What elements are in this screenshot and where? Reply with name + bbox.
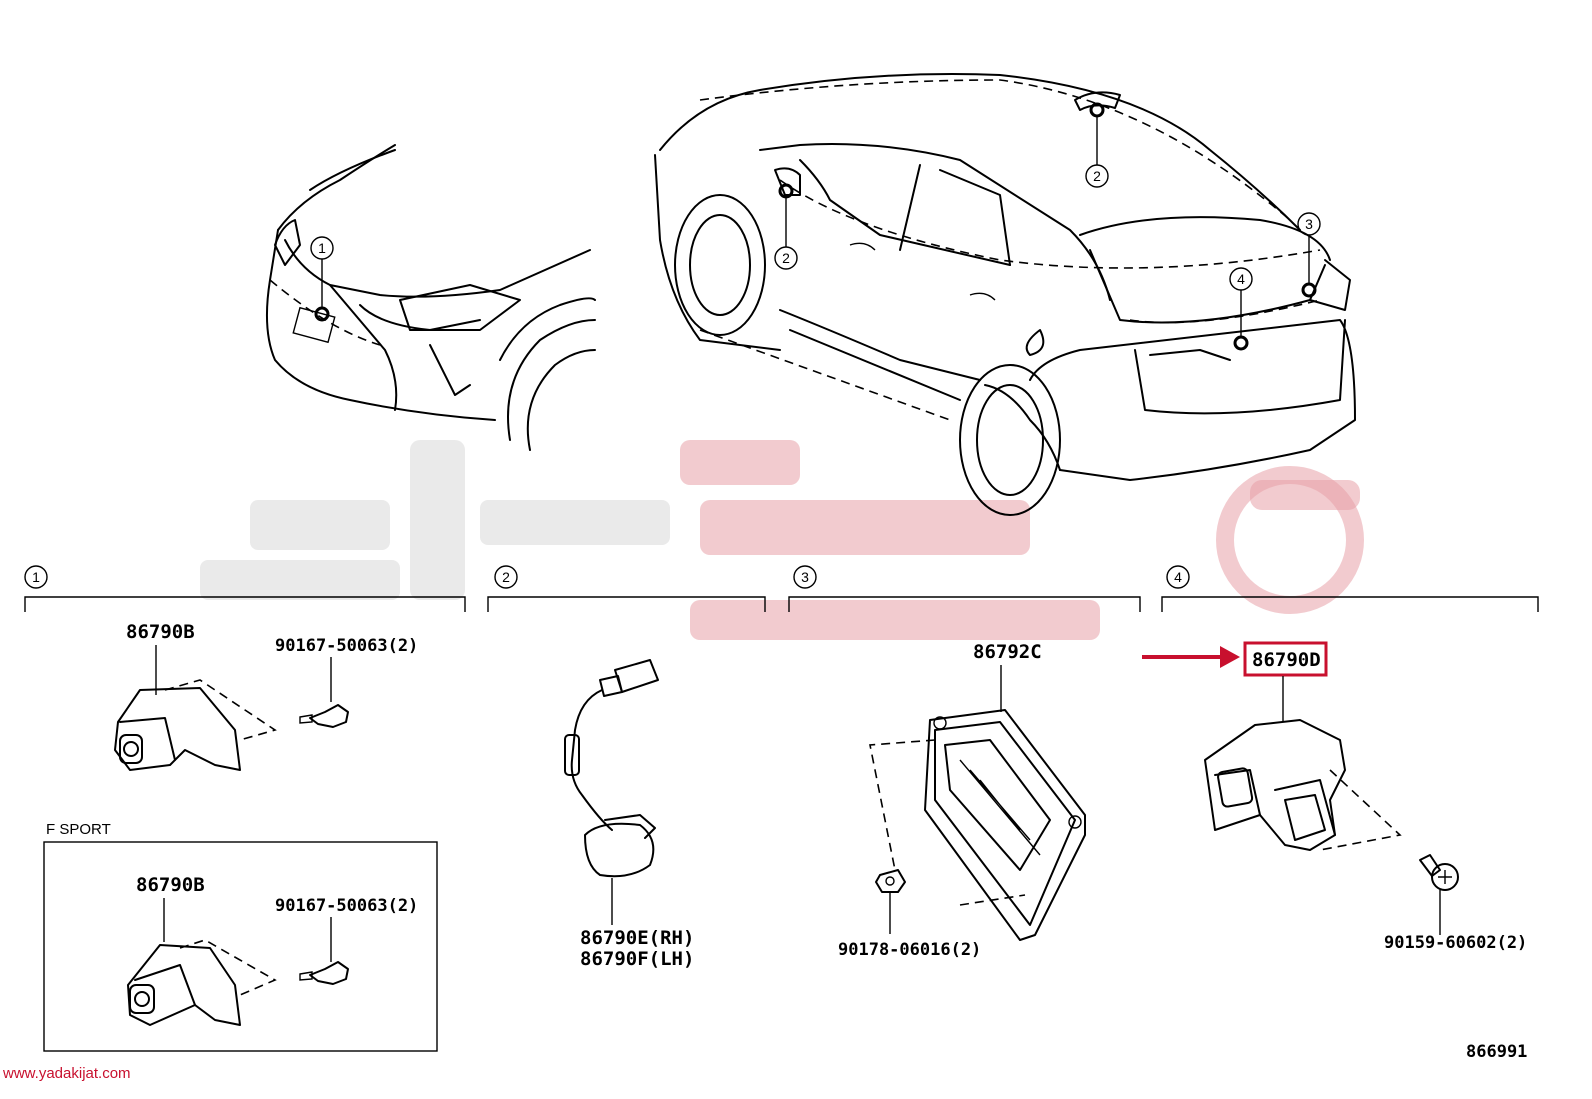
fsport-part-90167-50063: 90167-50063(2)	[275, 896, 418, 916]
part-86790E-RH: 86790E(RH)	[580, 927, 694, 949]
part-86792C: 86792C	[973, 641, 1042, 663]
section-4-number: 4	[1174, 569, 1182, 585]
car-front-illustration	[265, 144, 596, 451]
callout-4: 4	[1237, 271, 1245, 287]
section-3-parts: 86792C 90178-06016(2)	[838, 641, 1086, 960]
callout-1: 1	[318, 240, 326, 256]
section-2-parts: 86790E(RH) 86790F(LH)	[564, 659, 694, 970]
car-rear-illustration	[654, 73, 1356, 516]
callout-2b: 2	[1093, 168, 1101, 184]
fsport-label: F SPORT	[46, 821, 111, 838]
callout-3: 3	[1305, 216, 1313, 232]
diagram-code: 866991	[1466, 1042, 1527, 1062]
section-3-number: 3	[801, 569, 809, 585]
callout-markers: 1 2 2 3 4	[310, 102, 1321, 351]
part-90178-06016: 90178-06016(2)	[838, 940, 981, 960]
fsport-part-86790B: 86790B	[136, 874, 205, 896]
section-2-number: 2	[502, 569, 510, 585]
watermark-logo	[200, 440, 1364, 640]
highlight-arrow-icon	[1220, 646, 1240, 668]
part-90167-50063: 90167-50063(2)	[275, 636, 418, 656]
part-86790D: 86790D	[1252, 649, 1321, 671]
part-86790B: 86790B	[126, 621, 195, 643]
part-90159-60602: 90159-60602(2)	[1384, 933, 1527, 953]
section-1-number: 1	[32, 569, 40, 585]
callout-2a: 2	[782, 250, 790, 266]
watermark-website: www.yadakijat.com	[2, 1065, 131, 1082]
fsport-box: F SPORT 86790B 90167-50063(2)	[43, 821, 438, 1052]
highlight-box	[1243, 641, 1328, 677]
section-4-parts: 86790D 90159-60602(2)	[1142, 641, 1527, 953]
part-86790F-LH: 86790F(LH)	[580, 948, 694, 970]
section-1-parts: 86790B 90167-50063(2)	[114, 621, 418, 771]
section-headers: 1 2 3 4	[24, 565, 1539, 612]
